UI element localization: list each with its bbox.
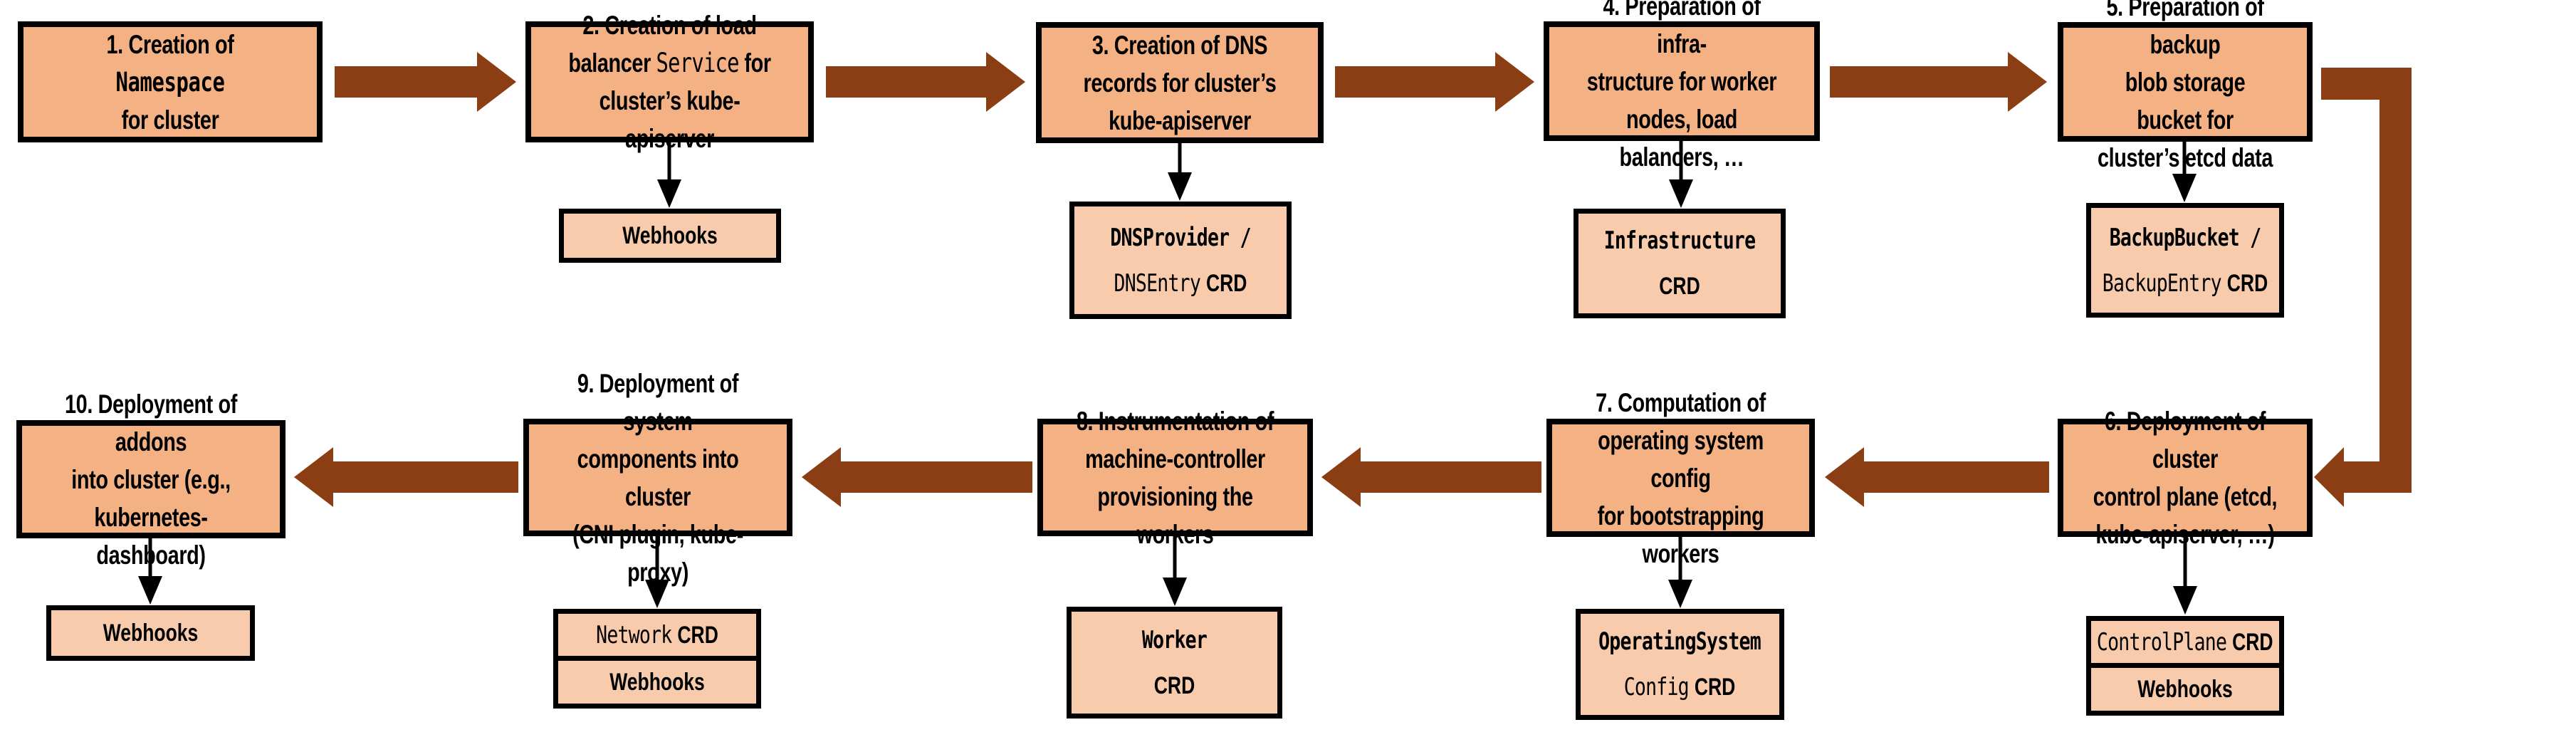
- step-6-box: 6. Deployment of cluster control plane (…: [2058, 407, 2313, 549]
- step-8-label: 8. Instrumentation of machine-controller…: [1076, 406, 1274, 549]
- step-2-label: 2. Creation of load balancer Service for…: [568, 11, 771, 153]
- step-9-box: 9. Deployment of system components into …: [523, 369, 792, 587]
- flow-arrow-step5-to-step6-elbow: [2314, 68, 2412, 507]
- step-8-box: 8. Instrumentation of machine-controller…: [1037, 407, 1313, 549]
- step-5-label: 5. Preparation of backup blob storage bu…: [2097, 0, 2273, 172]
- webhooks-label: Webhooks: [2137, 676, 2233, 703]
- webhooks-label: Webhooks: [103, 620, 199, 647]
- infrastructure-crd-label: Infrastructure CRD: [1603, 226, 1756, 300]
- flow-arrow-step7-to-step8: [1321, 447, 1541, 507]
- flow-arrow-step3-to-step4: [1335, 52, 1534, 112]
- flow-arrow-step9-to-step10: [294, 447, 518, 507]
- step-4-box: 4. Preparation of infra- structure for w…: [1544, 0, 1820, 172]
- step-7-box: 7. Computation of operating system confi…: [1546, 388, 1815, 568]
- step-10-box: 10. Deployment of addons into cluster (e…: [16, 390, 286, 570]
- step-6-webhooks-box: Webhooks: [2086, 663, 2284, 716]
- webhooks-label: Webhooks: [609, 669, 705, 696]
- step-3-label: 3. Creation of DNS records for cluster’s…: [1083, 30, 1277, 135]
- step-10-webhooks-box: Webhooks: [46, 605, 255, 661]
- step-7-label: 7. Computation of operating system confi…: [1596, 387, 1766, 568]
- connector-step3-dns-crd: [1168, 142, 1192, 201]
- step-2-box: 2. Creation of load balancer Service for…: [525, 11, 814, 153]
- infrastructure-crd-box: Infrastructure CRD: [1574, 209, 1786, 318]
- flow-arrow-step4-to-step5: [1830, 52, 2047, 112]
- step-4-label: 4. Preparation of infra- structure for w…: [1586, 0, 1777, 172]
- step-1-box: 1. Creation of Namespace for cluster: [18, 21, 323, 142]
- flow-arrow-step8-to-step9: [802, 447, 1032, 507]
- step-2-webhooks-box: Webhooks: [559, 209, 781, 263]
- webhooks-label: Webhooks: [622, 222, 718, 249]
- step-1-label: 1. Creation of Namespace for cluster: [106, 29, 234, 135]
- flow-arrow-step1-to-step2: [335, 52, 516, 112]
- flow-arrow-step2-to-step3: [826, 52, 1025, 112]
- step-3-box: 3. Creation of DNS records for cluster’s…: [1036, 22, 1324, 143]
- flow-arrow-step6-to-step7: [1825, 447, 2049, 507]
- step-5-box: 5. Preparation of backup blob storage bu…: [2058, 0, 2313, 172]
- step-6-label: 6. Deployment of cluster control plane (…: [2093, 407, 2278, 549]
- step-10-label: 10. Deployment of addons into cluster (e…: [65, 389, 237, 570]
- step-9-label: 9. Deployment of system components into …: [572, 368, 743, 587]
- worker-crd-label: Worker CRD: [1141, 625, 1208, 699]
- step-9-webhooks-box: Webhooks: [553, 656, 761, 709]
- worker-crd-box: Worker CRD: [1067, 607, 1282, 719]
